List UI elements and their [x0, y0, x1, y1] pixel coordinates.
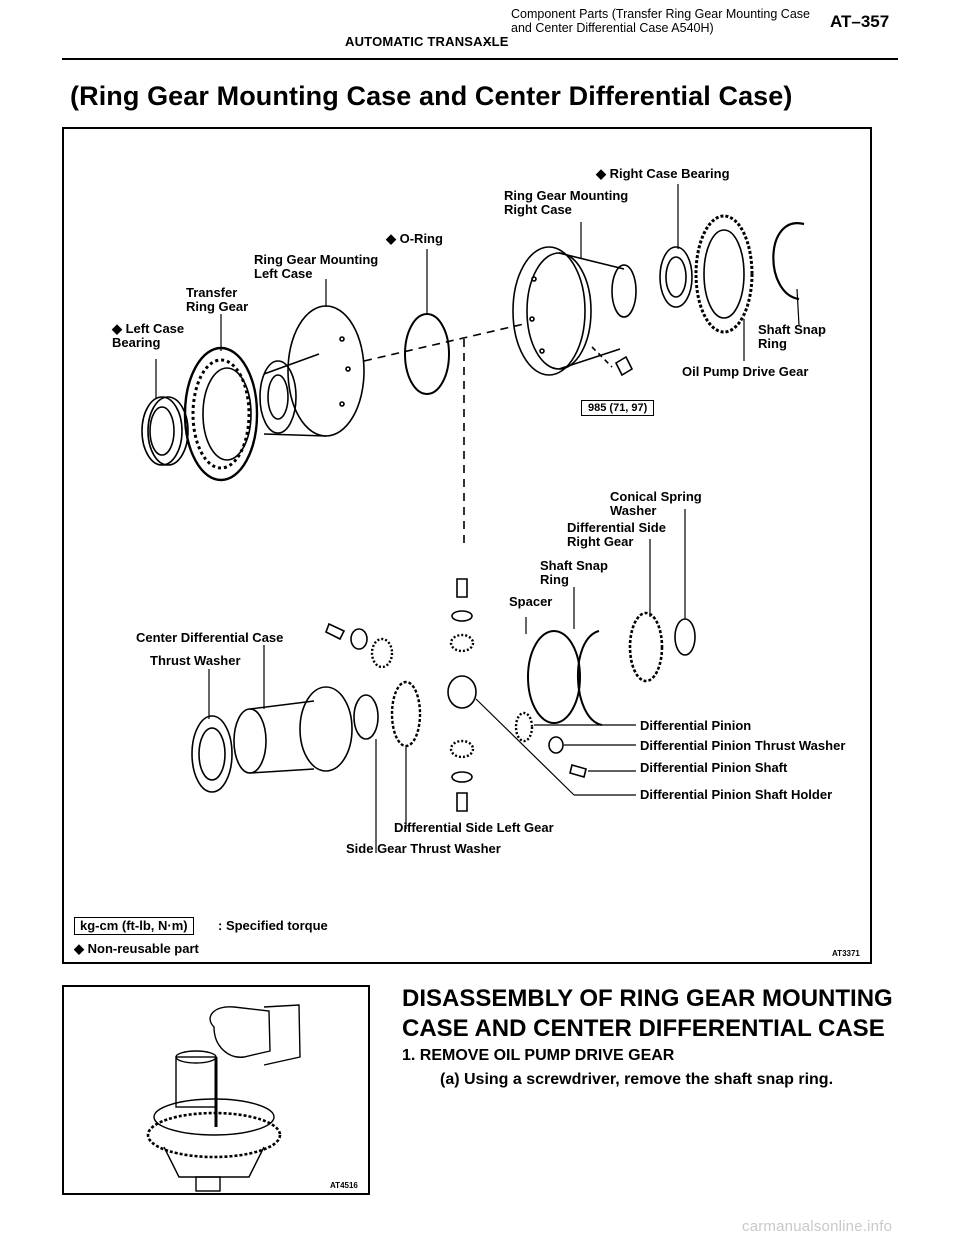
step-1a: (a) Using a screwdriver, remove the shaf… [440, 1071, 834, 1088]
spacer-drawing [527, 630, 581, 724]
screwdriver-procedure-drawing [146, 1004, 301, 1192]
label-differential-side-left-gear: Differential Side Left Gear [394, 820, 554, 835]
leader-lines [155, 184, 800, 853]
left-case-bearing-drawing [141, 396, 189, 466]
page-heading: (Ring Gear Mounting Case and Center Diff… [70, 81, 793, 111]
label-center-differential-case: Center Differential Case [136, 630, 284, 645]
hand-sleeve-drawing [263, 1004, 301, 1066]
label-differential-side-right-gear: Differential Side Right Gear [567, 520, 666, 549]
differential-pinion-shaft-holder-drawing [447, 675, 477, 709]
conical-spring-washer-drawing [674, 618, 696, 656]
label-conical-spring-washer: Conical Spring Washer [610, 489, 702, 518]
label-ring-gear-mounting-left-case: Ring Gear Mounting Left Case [254, 252, 379, 281]
page-number: AT–357 [830, 12, 890, 31]
torque-spec-box: 985 (71, 97) [581, 400, 655, 416]
differential-side-left-gear-drawing [390, 680, 422, 748]
center-case-drawing [163, 1146, 265, 1178]
header-subtitle: Component Parts (Transfer Ring Gear Moun… [511, 7, 810, 35]
oil-pump-drive-gear-drawing [694, 214, 754, 334]
differential-pinion-drawing [514, 711, 534, 743]
differential-side-right-gear-drawing [628, 611, 664, 683]
hand-drawing [209, 1006, 271, 1058]
procedure-illustration: AT4516 [62, 985, 370, 1195]
shaft-snap-ring-top-drawing [772, 222, 805, 301]
section-title: DISASSEMBLY OF RING GEAR MOUNTING CASE A… [402, 985, 893, 1042]
label-ring-gear-mounting-right-case: Ring Gear Mounting Right Case [504, 188, 629, 217]
case-flange-drawing [153, 1098, 275, 1136]
header-rule [62, 58, 898, 60]
label-spacer: Spacer [509, 594, 553, 609]
label-oil-pump-drive-gear: Oil Pump Drive Gear [682, 364, 809, 379]
legend-non-reusable-part: ◆ Non-reusable part [74, 941, 199, 956]
label-left-case-bearing: ◆ Left Case Bearing [112, 321, 185, 350]
watermark: carmanualsonline.info [742, 1218, 893, 1235]
label-transfer-ring-gear: Transfer Ring Gear [186, 285, 249, 314]
o-ring-drawing [404, 313, 450, 395]
label-shaft-snap-ring-mid: Shaft Snap Ring [540, 558, 608, 587]
pinion-shaft-small-drawing [324, 622, 346, 641]
exploded-view-drawing [141, 184, 805, 853]
bolt-drawing [614, 355, 634, 377]
pinion-shaft-vertical-top [456, 578, 468, 598]
shaft-snap-ring-mid-drawing [577, 630, 603, 726]
ring-gear-mounting-right-case-drawing [512, 246, 637, 376]
ring-gear-drawing [146, 1111, 282, 1159]
header-dash: – [484, 34, 492, 49]
label-side-gear-thrust-washer: Side Gear Thrust Washer [346, 841, 501, 856]
label-right-case-bearing: ◆ Right Case Bearing [596, 166, 730, 181]
label-shaft-snap-ring-top: Shaft Snap Ring [758, 322, 826, 351]
side-gear-thrust-washer-drawing [353, 694, 379, 740]
header-section-title: AUTOMATIC TRANSAXLE [345, 34, 509, 49]
label-o-ring: ◆ O-Ring [386, 231, 443, 246]
legend-units-box: kg-cm (ft-lb, N·m) [74, 917, 194, 935]
step-1: 1. REMOVE OIL PUMP DRIVE GEAR [402, 1047, 675, 1064]
center-differential-case-drawing [191, 686, 353, 793]
ring-gear-mounting-left-case-drawing [259, 305, 365, 437]
header-subtitle-line1: Component Parts (Transfer Ring Gear Moun… [511, 7, 810, 21]
legend-specified-torque: : Specified torque [218, 918, 328, 933]
label-differential-pinion: Differential Pinion [640, 718, 752, 733]
label-differential-pinion-thrust-washer: Differential Pinion Thrust Washer [640, 738, 846, 753]
figure-code-top: AT3371 [832, 949, 860, 958]
header-subtitle-line2: and Center Differential Case A540H) [511, 21, 714, 35]
label-thrust-washer: Thrust Washer [150, 653, 241, 668]
output-shaft-drawing [175, 1056, 217, 1108]
transfer-ring-gear-drawing [183, 346, 259, 482]
label-differential-pinion-shaft: Differential Pinion Shaft [640, 760, 788, 775]
label-differential-pinion-shaft-holder: Differential Pinion Shaft Holder [640, 787, 833, 802]
figure-code-bottom: AT4516 [330, 1181, 358, 1190]
exploded-view-figure: ◆ Right Case Bearing Ring Gear Mounting … [62, 127, 872, 964]
right-case-bearing-drawing [659, 246, 693, 308]
